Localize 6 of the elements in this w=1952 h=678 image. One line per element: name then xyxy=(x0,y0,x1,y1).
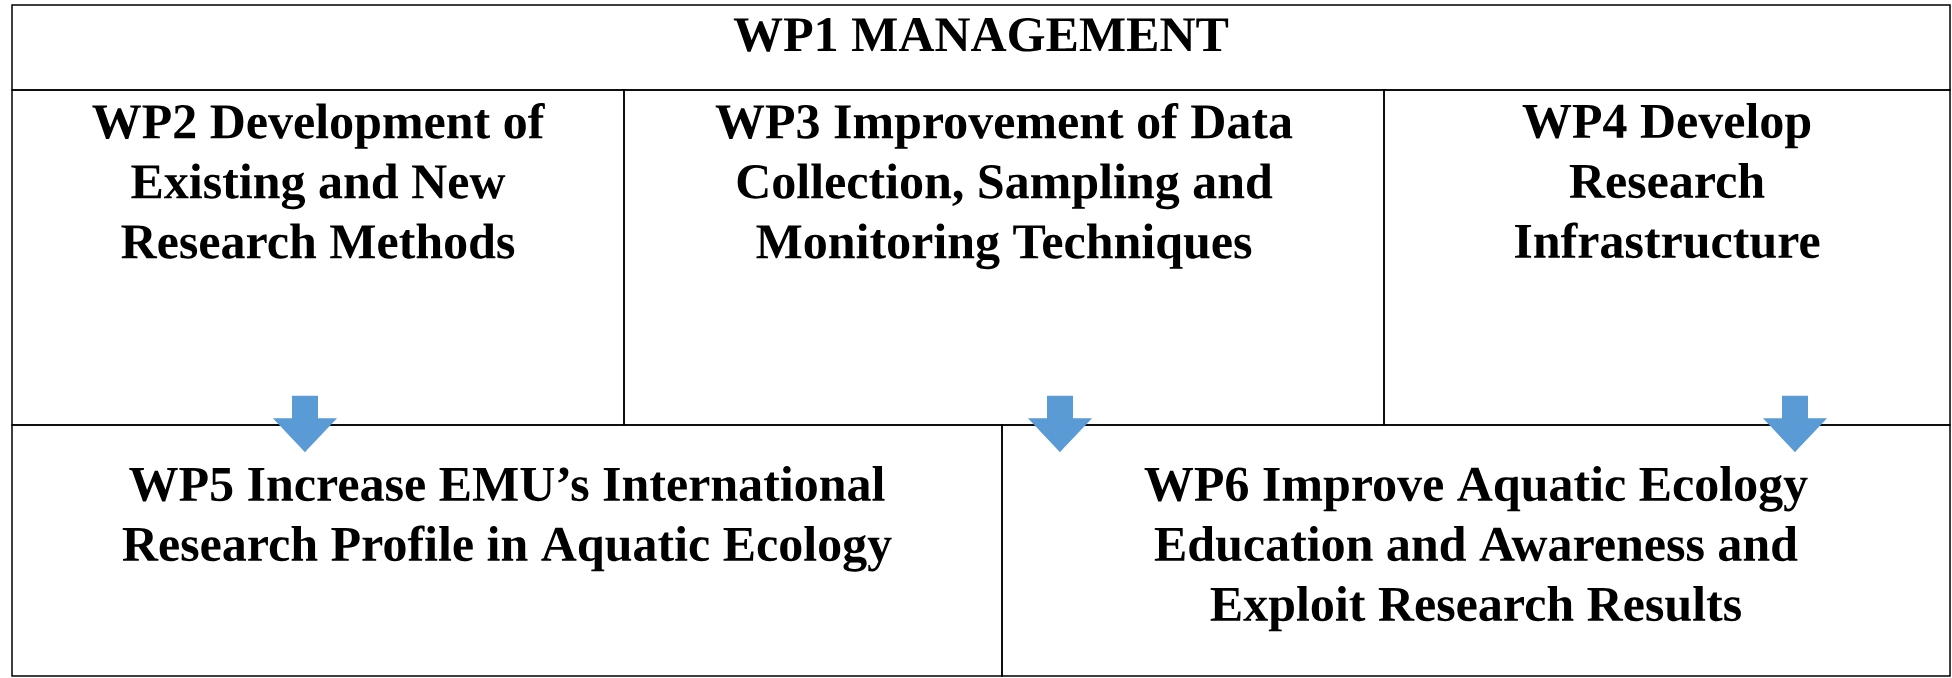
work-package-box: WP1 MANAGEMENT xyxy=(11,4,1951,91)
work-package-box: WP4 Develop Research Infrastructure xyxy=(1383,89,1951,426)
work-package-box: WP3 Improvement of Data Collection, Sampling and Monitoring Techniques xyxy=(623,89,1385,426)
work-package-box: WP2 Development of Existing and New Research Methods xyxy=(11,89,625,426)
work-package-box: WP5 Increase EMU’s International Research Profile in Aquatic Ecology xyxy=(11,424,1003,677)
work-package-box: WP6 Improve Aquatic Ecology Education and Awareness and Exploit Research Results xyxy=(1001,424,1951,677)
